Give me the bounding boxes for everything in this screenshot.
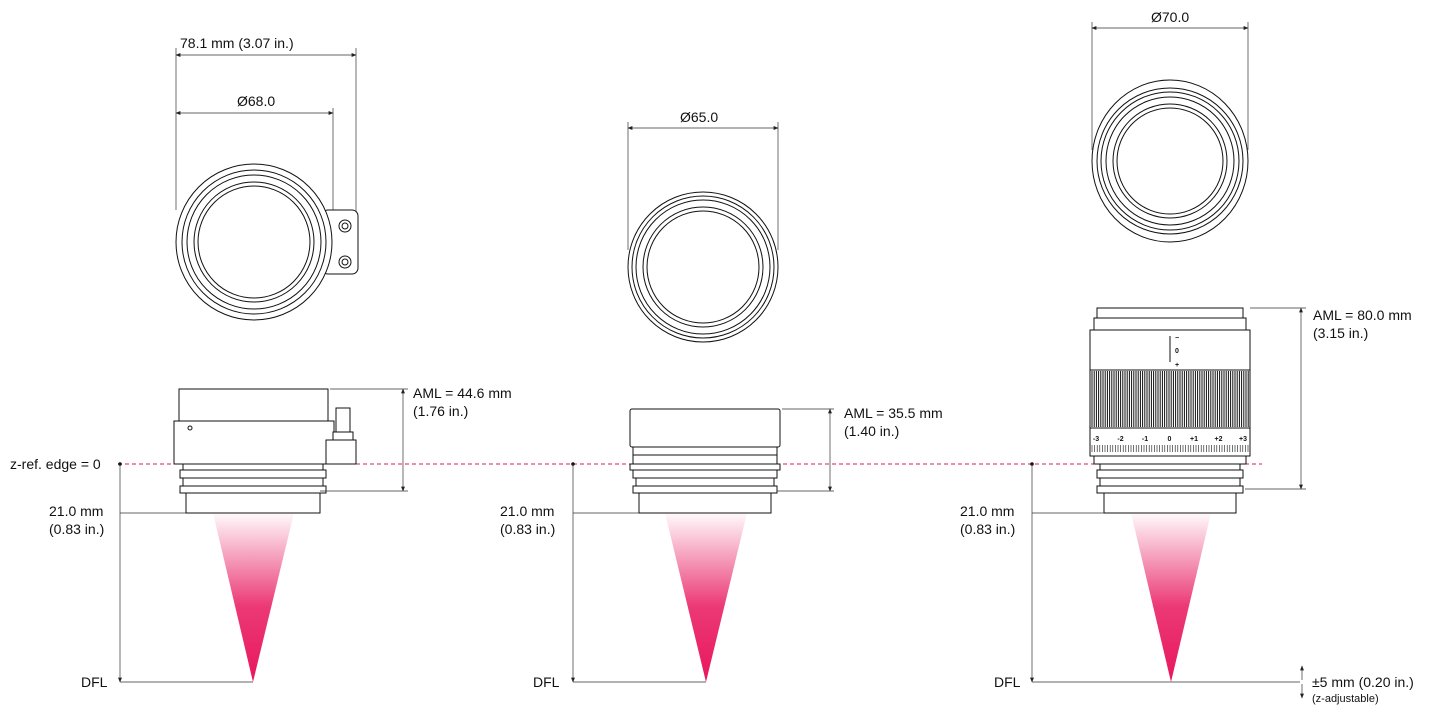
lens-1: 78.1 mm (3.07 in.) Ø68.0 — [49, 35, 512, 690]
lens-1-side-view — [173, 388, 357, 514]
lens-3-focus-zero: 0 — [1175, 348, 1179, 355]
lens-3-aml: AML = 80.0 mm — [1313, 307, 1412, 323]
lens-3-beam — [1131, 513, 1211, 682]
lens-2-top-view — [627, 191, 779, 343]
lens-3-scale-ticks: -3 -2 -1 0 +1 +2 +3 — [1091, 436, 1249, 452]
lens-1-wd: 21.0 mm — [49, 503, 103, 519]
z-ref-label: z-ref. edge = 0 — [10, 456, 101, 472]
lens-3-dial-label: -1 — [1142, 436, 1148, 443]
lens-2-beam — [665, 513, 747, 682]
lens-2-side-view — [629, 408, 781, 514]
lens-2: Ø65.0 AML = 35.5 mm (1.40 in.) 21.0 mm — [500, 109, 943, 690]
lens-3-adjust-note: (z-adjustable) — [1312, 693, 1379, 705]
lens-2-aml-in: (1.40 in.) — [844, 423, 899, 439]
lens-1-top-view — [175, 163, 359, 321]
lens-3-dial-label: +2 — [1215, 436, 1223, 443]
lens-3-dial-label: 0 — [1168, 436, 1172, 443]
lens-3-wd: 21.0 mm — [960, 503, 1014, 519]
lens-3-dial-label: +1 — [1190, 436, 1198, 443]
lens-3-focus-minus: − — [1175, 335, 1179, 342]
lens-3: Ø70.0 -3 -2 -1 0 +1 +2 +3 − 0 + — [960, 9, 1414, 705]
lens-3-dial-label: -2 — [1117, 436, 1123, 443]
lens-3-dfl: DFL — [994, 674, 1021, 690]
lens-3-dial-label: +3 — [1239, 436, 1247, 443]
lens-1-outer-dim: 78.1 mm (3.07 in.) — [180, 35, 294, 51]
lens-2-dfl: DFL — [533, 674, 560, 690]
lens-1-wd-in: (0.83 in.) — [49, 521, 104, 537]
lens-1-aml: AML = 44.6 mm — [413, 385, 512, 401]
lens-2-aml: AML = 35.5 mm — [844, 405, 943, 421]
lens-3-wd-in: (0.83 in.) — [960, 521, 1015, 537]
lens-1-beam — [213, 513, 294, 682]
lens-3-top-view — [1091, 79, 1249, 243]
lens-3-side-view: -3 -2 -1 0 +1 +2 +3 − 0 + — [1089, 307, 1251, 514]
lens-3-knurl-lines — [1091, 371, 1249, 427]
lens-3-aml-in: (3.15 in.) — [1313, 325, 1368, 341]
lens-3-adjust: ±5 mm (0.20 in.) — [1312, 674, 1414, 690]
lens-3-dial-label: -3 — [1093, 436, 1099, 443]
lens-2-diameter: Ø65.0 — [680, 109, 718, 125]
lens-3-focus-plus: + — [1175, 362, 1179, 369]
lens-1-dfl: DFL — [81, 674, 108, 690]
lens-1-aml-in: (1.76 in.) — [413, 403, 468, 419]
lens-2-wd: 21.0 mm — [500, 503, 554, 519]
lens-2-wd-in: (0.83 in.) — [500, 521, 555, 537]
lens-1-diameter: Ø68.0 — [237, 93, 275, 109]
lens-3-diameter: Ø70.0 — [1151, 9, 1189, 25]
